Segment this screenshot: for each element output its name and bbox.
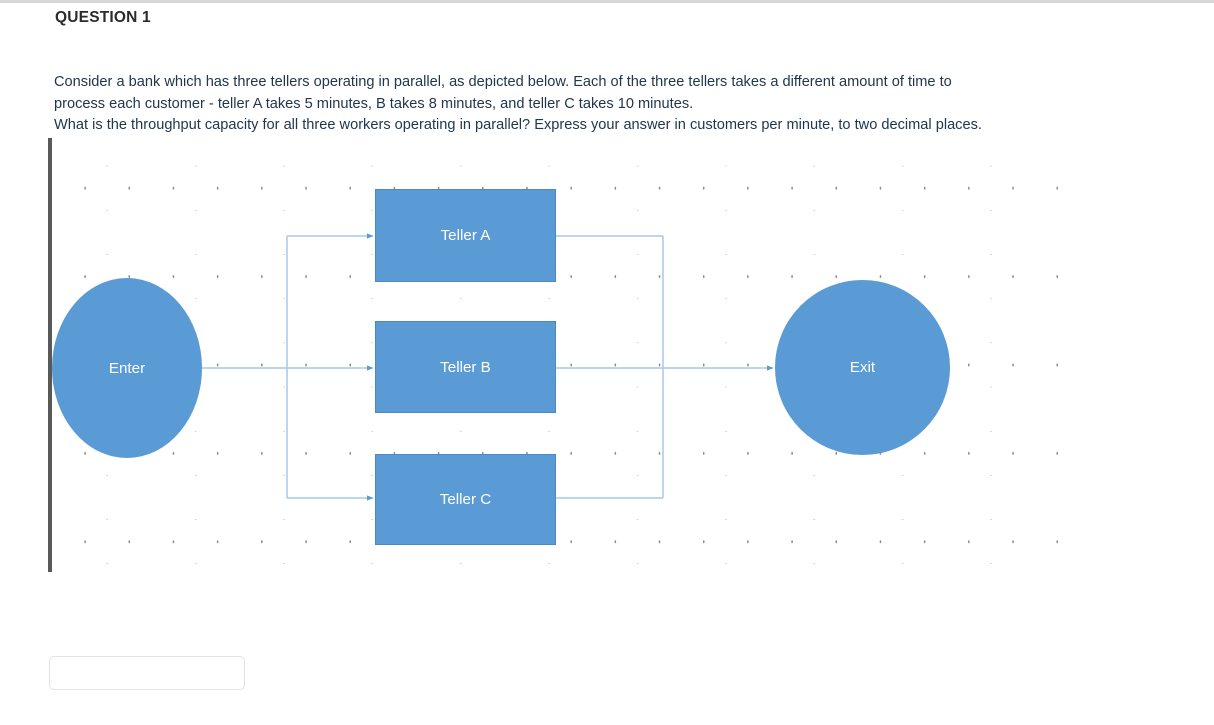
node-teller-c-label: Teller C (439, 491, 492, 508)
node-teller-b[interactable]: Teller B (375, 321, 556, 413)
node-teller-b-label: Teller B (440, 358, 491, 376)
page-title: QUESTION 1 (55, 9, 151, 26)
node-enter-label: Enter (108, 359, 146, 377)
node-teller-c[interactable]: Teller C (375, 454, 556, 545)
question-text-line-1: Consider a bank which has three tellers … (54, 74, 952, 90)
node-exit-label: Exit (849, 359, 876, 376)
diagram-left-edge-bar (48, 138, 52, 572)
node-enter[interactable]: Enter (52, 278, 202, 458)
question-text: Consider a bank which has three tellers … (54, 72, 1164, 137)
node-teller-a[interactable]: Teller A (375, 189, 556, 282)
question-text-line-3: What is the throughput capacity for all … (54, 117, 982, 133)
node-teller-a-label: Teller A (440, 227, 491, 244)
node-exit[interactable]: Exit (775, 280, 950, 455)
page-top-divider (0, 0, 1214, 3)
diagram-connectors (202, 233, 774, 501)
answer-input[interactable] (49, 656, 245, 690)
question-text-line-2: process each customer - teller A takes 5… (54, 95, 694, 112)
process-flow-diagram: Enter Teller A Teller B Teller C Exit (48, 138, 1068, 576)
